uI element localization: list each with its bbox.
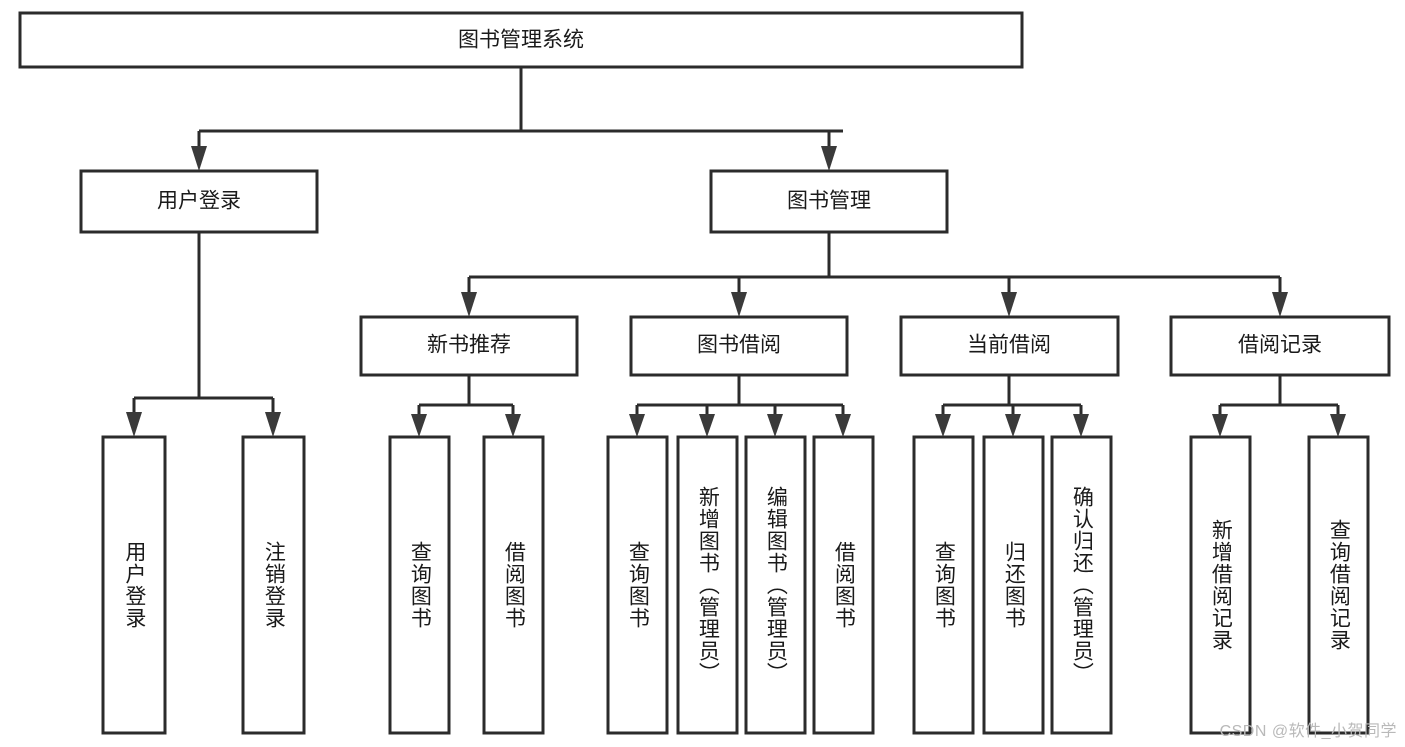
node-root[interactable]: 图书管理系统: [18, 11, 1024, 69]
connector-borrowrecord-to-leaves: [1212, 375, 1346, 437]
node-user-login-label: 用户登录: [157, 190, 241, 213]
node-borrow-record[interactable]: 借阅记录: [1169, 315, 1391, 377]
node-book-manage-label: 图书管理: [787, 190, 871, 213]
node-new-book-rec-label: 新书推荐: [427, 334, 511, 357]
connector-userlogin-to-leaves: [126, 232, 281, 437]
node-leaf-add-record[interactable]: [1189, 435, 1252, 735]
csdn-watermark: CSDN @软件_小贺同学: [1219, 723, 1397, 740]
node-leaf-query-book-1[interactable]: [388, 435, 451, 735]
connector-currentborrow-to-leaves: [935, 375, 1089, 437]
node-current-borrow[interactable]: 当前借阅: [899, 315, 1120, 377]
node-leaf-confirm-return[interactable]: [1050, 435, 1113, 735]
node-book-manage[interactable]: 图书管理: [709, 169, 949, 234]
node-borrow-record-label: 借阅记录: [1238, 334, 1322, 357]
node-user-login[interactable]: 用户登录: [79, 169, 319, 234]
node-leaf-logout[interactable]: [241, 435, 306, 735]
node-new-book-rec[interactable]: 新书推荐: [359, 315, 579, 377]
node-leaf-return-book[interactable]: [982, 435, 1045, 735]
node-book-borrow-label: 图书借阅: [697, 334, 781, 357]
node-book-borrow[interactable]: 图书借阅: [629, 315, 849, 377]
node-leaf-query-book-2[interactable]: [606, 435, 669, 735]
node-leaf-query-book-3[interactable]: [912, 435, 975, 735]
connector-newbookrec-to-leaves: [411, 375, 521, 437]
connector-bookmanage-to-level3: [461, 232, 1288, 317]
node-leaf-edit-book[interactable]: [744, 435, 807, 735]
node-leaf-user-login[interactable]: [101, 435, 167, 735]
node-root-label: 图书管理系统: [458, 29, 584, 52]
connector-bookborrow-to-leaves: [629, 375, 851, 437]
node-leaf-query-record[interactable]: [1307, 435, 1370, 735]
connector-root-to-level2: [191, 67, 843, 171]
node-leaf-borrow-book-1[interactable]: [482, 435, 545, 735]
node-leaf-add-book[interactable]: [676, 435, 739, 735]
node-leaf-borrow-book-2[interactable]: [812, 435, 875, 735]
node-current-borrow-label: 当前借阅: [967, 334, 1051, 357]
